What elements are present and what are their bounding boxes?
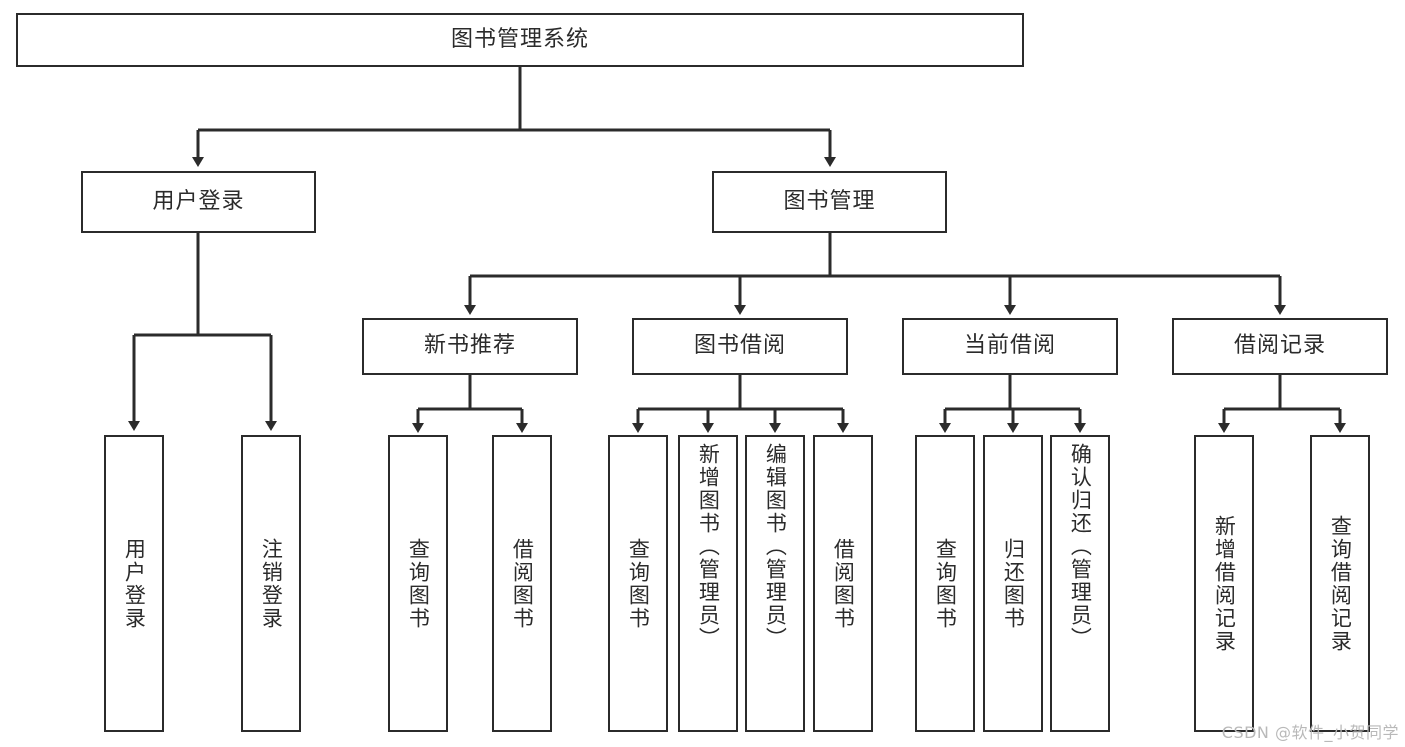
node-label: 编辑图书（管理员）: [763, 443, 788, 650]
node-label: 查询图书: [626, 537, 651, 630]
node-label: 查询图书: [406, 537, 431, 630]
node-book-management[interactable]: 图书管理: [712, 171, 947, 233]
node-new-book-recommend[interactable]: 新书推荐: [362, 318, 578, 375]
leaf-record-query-record[interactable]: 查询借阅记录: [1310, 435, 1370, 732]
node-label: 确认归还（管理员）: [1068, 443, 1093, 650]
leaf-record-add-record[interactable]: 新增借阅记录: [1194, 435, 1254, 732]
leaf-borrow-query-book[interactable]: 查询图书: [608, 435, 668, 732]
node-label: 图书管理: [783, 188, 876, 214]
node-label: 注销登录: [259, 537, 284, 630]
node-label: 借阅图书: [510, 537, 535, 630]
leaf-user-login-login[interactable]: 用户登录: [104, 435, 164, 732]
node-root-system[interactable]: 图书管理系统: [16, 13, 1024, 67]
node-book-borrow[interactable]: 图书借阅: [632, 318, 848, 375]
leaf-current-return-book[interactable]: 归还图书: [983, 435, 1043, 732]
leaf-current-query-book[interactable]: 查询图书: [915, 435, 975, 732]
node-label: 用户登录: [122, 537, 147, 630]
node-label: 图书管理系统: [450, 26, 589, 52]
leaf-recommend-borrow-book[interactable]: 借阅图书: [492, 435, 552, 732]
node-label: 查询借阅记录: [1328, 514, 1353, 653]
csdn-watermark: CSDN @软件_小贺同学: [1221, 723, 1399, 742]
node-label: 借阅记录: [1233, 333, 1326, 359]
leaf-user-login-logout[interactable]: 注销登录: [241, 435, 301, 732]
node-label: 新增图书（管理员）: [696, 443, 721, 650]
leaf-borrow-add-book-admin[interactable]: 新增图书（管理员）: [678, 435, 738, 732]
node-label: 归还图书: [1001, 537, 1026, 630]
leaf-borrow-edit-book-admin[interactable]: 编辑图书（管理员）: [745, 435, 805, 732]
node-user-login[interactable]: 用户登录: [81, 171, 316, 233]
node-label: 查询图书: [933, 537, 958, 630]
node-label: 借阅图书: [831, 537, 856, 630]
node-label: 当前借阅: [963, 333, 1056, 359]
node-label: 用户登录: [152, 188, 245, 214]
node-current-borrow[interactable]: 当前借阅: [902, 318, 1118, 375]
node-borrow-record[interactable]: 借阅记录: [1172, 318, 1388, 375]
node-label: 新书推荐: [423, 333, 516, 359]
leaf-current-confirm-return-admin[interactable]: 确认归还（管理员）: [1050, 435, 1110, 732]
node-label: 图书借阅: [693, 333, 786, 359]
leaf-borrow-borrow-book[interactable]: 借阅图书: [813, 435, 873, 732]
leaf-recommend-query-book[interactable]: 查询图书: [388, 435, 448, 732]
node-label: 新增借阅记录: [1212, 514, 1237, 653]
